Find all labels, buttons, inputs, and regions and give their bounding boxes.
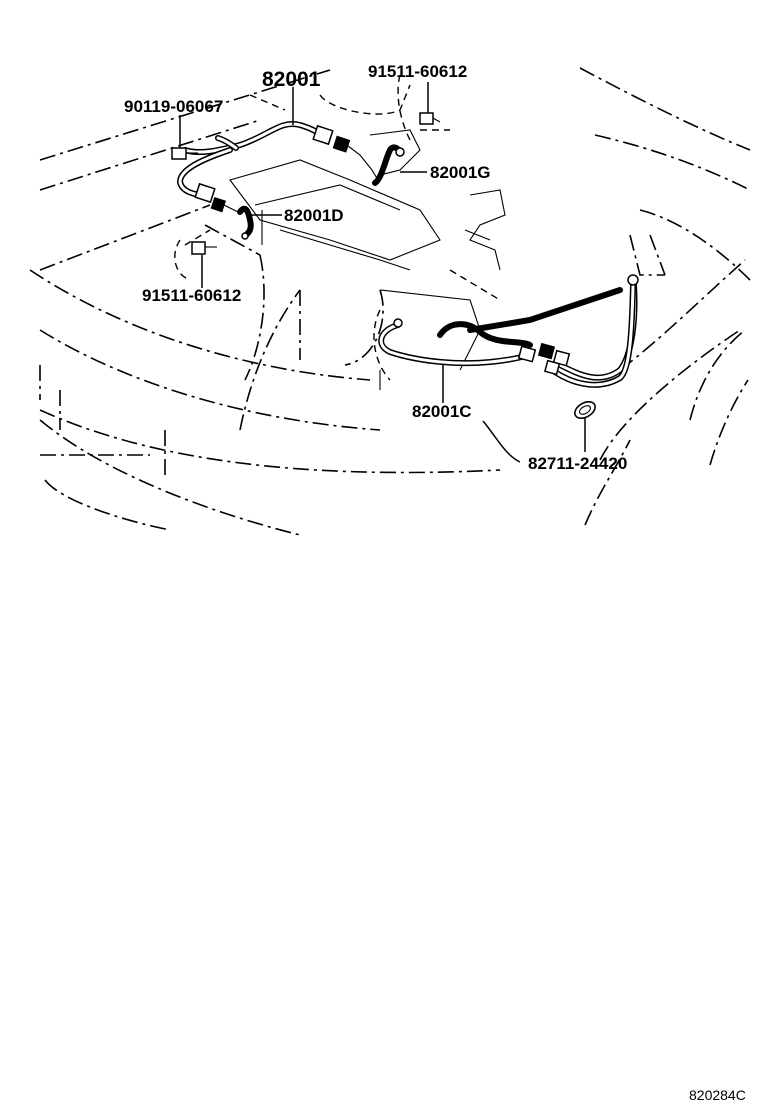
engine-bay-outline	[174, 74, 506, 390]
label-82001: 82001	[262, 68, 321, 91]
label-82001d: 82001D	[284, 206, 344, 225]
connector-icon	[543, 359, 561, 376]
connector-icon	[517, 345, 537, 363]
clamp-icon	[574, 401, 596, 419]
terminal-icon	[627, 274, 639, 286]
connector-icon	[210, 196, 227, 213]
connector-icon	[194, 182, 216, 204]
wire-82001g	[372, 144, 405, 186]
part-labels: 82001 91511-60612 90119-06067 82001G 820…	[124, 62, 627, 473]
label-82001g: 82001G	[430, 163, 491, 182]
wire-harness-82001c	[378, 274, 639, 388]
label-91511-60612-left: 91511-60612	[142, 286, 241, 305]
drawing-id: 820284C	[689, 1087, 746, 1103]
terminal-icon	[241, 232, 249, 240]
wire-harness-82001	[176, 121, 379, 213]
label-90119-06067: 90119-06067	[124, 97, 223, 116]
bolt-91511-left	[191, 241, 217, 255]
leader-lines	[179, 82, 586, 463]
terminal-icon	[395, 147, 405, 157]
wire-82001d	[237, 205, 254, 240]
bolt-icon	[419, 112, 434, 125]
label-91511-60612-top: 91511-60612	[368, 62, 467, 81]
terminal-icon	[393, 318, 403, 328]
bolt-91511-top	[419, 112, 441, 125]
vehicle-body-outline	[29, 67, 751, 536]
connector-icon	[537, 342, 556, 360]
connector-icon	[332, 135, 351, 153]
label-82711-24420: 82711-24420	[528, 454, 627, 473]
label-82001c: 82001C	[412, 402, 472, 421]
connector-icon	[312, 124, 334, 146]
clamp-82711	[574, 401, 596, 419]
bolt-icon	[171, 147, 187, 160]
bolt-90119	[171, 147, 198, 160]
bolt-icon	[191, 241, 206, 255]
